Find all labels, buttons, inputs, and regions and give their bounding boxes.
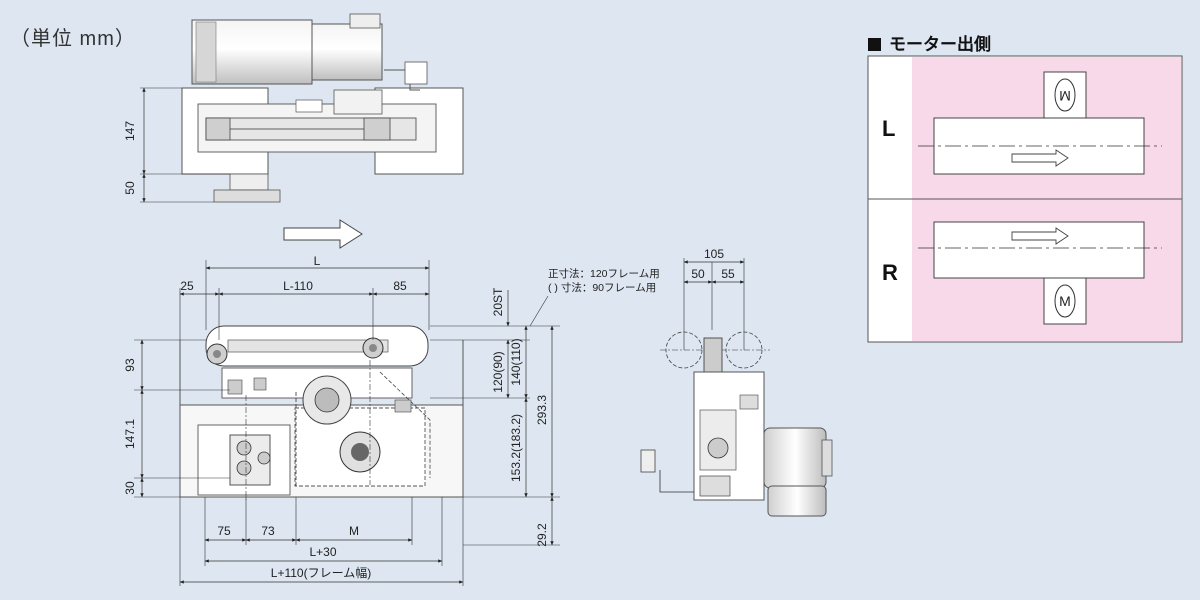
side-motor <box>763 427 827 489</box>
motor-symbol-L: M <box>1059 88 1071 104</box>
motor-side-title: モーター出側 <box>868 30 991 55</box>
arrow-right-icon-R <box>1011 227 1069 245</box>
side-view: 105 50 55 <box>640 247 833 517</box>
label-L: L <box>882 116 895 141</box>
dim-75: 75 <box>217 524 231 538</box>
motor-side-title-text: モーター出側 <box>889 35 991 54</box>
dim-L-110: L-110 <box>283 279 313 293</box>
dim-147: 147 <box>123 121 137 141</box>
front-view: L 25 L-110 85 93 147.1 30 20ST <box>123 254 660 586</box>
dim-L: L <box>314 254 321 268</box>
dim-140-110: 140(110) <box>509 338 523 385</box>
label-R: R <box>882 260 898 285</box>
top-gearbox <box>311 23 383 81</box>
dim-L-30: L+30 <box>309 545 336 559</box>
note-line-2: ( ) 寸法：90フレーム用 <box>548 281 656 294</box>
dim-105: 105 <box>704 247 724 261</box>
dim-20st: 20ST <box>491 287 505 316</box>
dim-120-90: 120(90) <box>491 351 505 392</box>
unit-label: （単位 mm） <box>10 28 136 50</box>
dim-93: 93 <box>123 358 137 372</box>
motor-symbol-R: M <box>1059 293 1071 309</box>
dim-73: 73 <box>261 524 275 538</box>
dim-293-3: 293.3 <box>535 395 549 425</box>
dim-50: 50 <box>123 181 137 195</box>
top-view: 147 50 <box>123 13 464 203</box>
direction-arrow-icon <box>283 219 363 249</box>
dim-29-2: 29.2 <box>535 523 549 547</box>
square-bullet-icon <box>868 38 881 51</box>
dim-side-55: 55 <box>721 267 735 281</box>
motor-side-panel: L M R M <box>867 55 1183 343</box>
dim-30: 30 <box>123 481 137 495</box>
motor-icon-L <box>1054 78 1076 112</box>
motor-icon-R <box>1054 284 1076 318</box>
dim-L-110-frame: L+110(フレーム幅) <box>271 565 371 580</box>
dim-25: 25 <box>180 279 194 293</box>
conveyor-box-R <box>933 221 1145 279</box>
dim-side-50: 50 <box>691 267 705 281</box>
dim-M: M <box>349 524 359 538</box>
dim-153-2: 153.2(183.2) <box>509 414 523 482</box>
dim-147-1: 147.1 <box>123 419 137 449</box>
arrow-right-icon-L <box>1011 149 1069 167</box>
note-line-1: 正寸法：120フレーム用 <box>548 267 660 280</box>
dim-85: 85 <box>393 279 407 293</box>
